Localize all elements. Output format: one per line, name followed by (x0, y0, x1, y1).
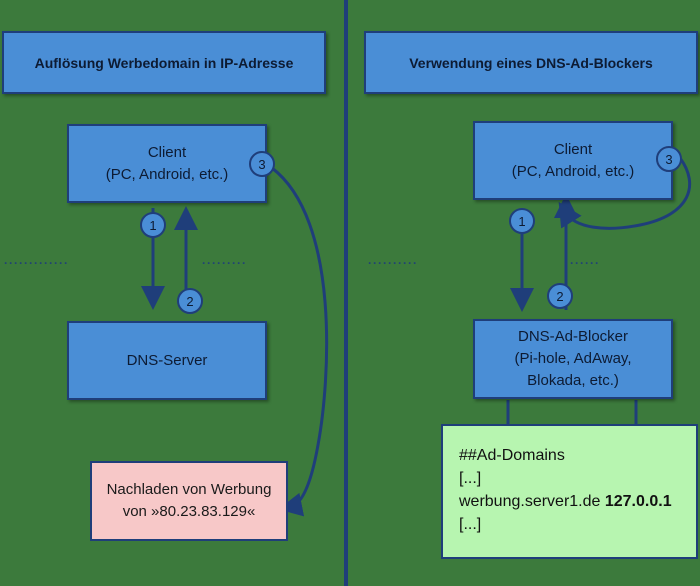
right-step-3-badge: 3 (656, 146, 682, 172)
right-ad-domain-list: ##Ad-Domains [...] werbung.server1.de 12… (441, 424, 698, 559)
left-step-2-badge: 2 (177, 288, 203, 314)
list-line-header: ##Ad-Domains (459, 447, 565, 464)
left-step-1-badge: 1 (140, 212, 166, 238)
right-client-sub: (PC, Android, etc.) (511, 162, 635, 180)
list-entry-host: werbung.server1.de (459, 493, 605, 510)
right-ad-blocker-line2: (Pi-hole, AdAway, (514, 350, 632, 367)
left-client-sub: (PC, Android, etc.) (105, 165, 229, 183)
panel-divider (344, 0, 348, 586)
arrow-adload-left (271, 166, 329, 517)
right-ad-blocker-box: DNS-Ad-Blocker (Pi-hole, AdAway, Blokada… (473, 319, 673, 399)
left-query-label: ············· (4, 256, 69, 270)
right-query-label: ·········· (368, 256, 418, 270)
right-ad-blocker-line1: DNS-Ad-Blocker (517, 328, 629, 345)
right-step-1-badge: 1 (509, 208, 535, 234)
right-answer-label: ······ (570, 256, 600, 270)
right-header-text: Verwendung eines DNS-Ad-Blockers (409, 54, 653, 71)
list-line-entry: werbung.server1.de 127.0.0.1 (459, 490, 696, 513)
list-entry-ip: 127.0.0.1 (604, 493, 672, 510)
left-header-text: Auflösung Werbedomain in IP-Adresse (34, 54, 294, 71)
left-step-3-badge: 3 (249, 151, 275, 177)
list-line-ellipsis-2: [...] (459, 516, 482, 533)
left-ad-load-line1: Nachladen von Werbung (106, 481, 272, 498)
right-step-2-badge: 2 (547, 283, 573, 309)
arrow-loop-right (558, 157, 691, 230)
left-dns-server-label: DNS-Server (126, 351, 208, 369)
right-header: Verwendung eines DNS-Ad-Blockers (364, 31, 698, 94)
right-client-title: Client (553, 140, 593, 158)
left-ad-load-box: Nachladen von Werbung von »80.23.83.129« (90, 461, 288, 541)
left-ad-load-line2: von »80.23.83.129« (122, 503, 256, 520)
list-line-ellipsis-1: [...] (459, 470, 482, 487)
left-dns-server-box: DNS-Server (67, 321, 267, 400)
right-client-box: Client (PC, Android, etc.) (473, 121, 673, 200)
right-ad-blocker-line3: Blokada, etc.) (527, 372, 619, 389)
left-header: Auflösung Werbedomain in IP-Adresse (2, 31, 326, 94)
left-client-title: Client (147, 143, 187, 161)
left-answer-label: ········· (202, 256, 247, 270)
left-client-box: Client (PC, Android, etc.) (67, 124, 267, 203)
